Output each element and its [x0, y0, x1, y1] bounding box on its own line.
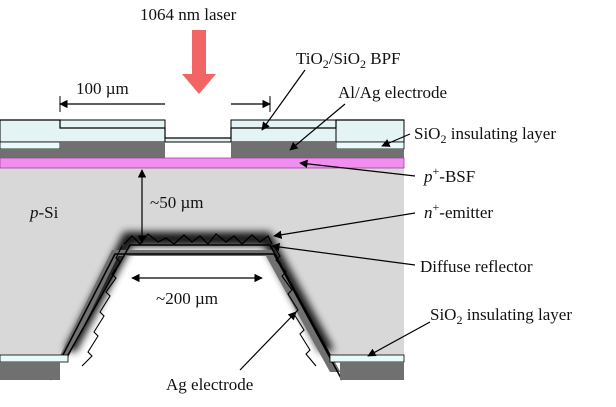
label-laser: 1064 nm laser [140, 5, 237, 24]
p-plus-bsf-layer [0, 157, 405, 169]
label-bpf: TiO2/SiO2 BPF [296, 49, 400, 71]
label-diffuse-reflector: Diffuse reflector [420, 257, 533, 276]
al-ag-electrode-right [231, 142, 336, 158]
label-width-top: 100 µm [76, 79, 129, 98]
label-bsf: p+-BSF [423, 164, 475, 186]
arrow-emitter [273, 212, 416, 239]
label-sio2-top: SiO2 insulating layer [414, 124, 556, 146]
label-thickness: ~50 µm [150, 193, 203, 212]
arrow-diffuse [271, 242, 416, 266]
bottom-electrode-right-strip [340, 362, 404, 380]
label-p-si: p-Si [29, 203, 59, 222]
arrow-bsf [299, 159, 416, 177]
label-al-ag-electrode: Al/Ag electrode [338, 83, 447, 102]
label-emitter: n+-emitter [424, 200, 493, 222]
bpf-layer-far-right [335, 119, 405, 143]
arrow-sio2-bottom [367, 321, 431, 357]
arrow-al-ag [289, 103, 346, 151]
bottom-electrode-left-strip [0, 362, 60, 380]
al-ag-electrode-left-step [60, 142, 165, 158]
electrode-upper-edge [67, 244, 331, 356]
electrode-lower-edge [49, 253, 343, 381]
label-sio2-bottom: SiO2 insulating layer [430, 305, 572, 327]
p-si-wafer [0, 168, 404, 355]
diffuse-reflector-right-slope [273, 245, 317, 367]
laser-arrow-head [182, 74, 216, 94]
diffuse-reflector-left-slope [81, 245, 123, 367]
label-ag-electrode: Ag electrode [166, 375, 253, 394]
bpf-layer-left [0, 119, 166, 143]
arrow-ag-electrode [239, 311, 297, 371]
sio2-bottom-left [0, 354, 69, 363]
bpf-outline [0, 119, 404, 139]
arrow-sio2-top [381, 133, 411, 147]
sio2-bottom-right [329, 354, 405, 363]
label-width-bottom: ~200 µm [156, 289, 218, 308]
sio2-top-layer-left [0, 141, 61, 150]
al-ag-electrode-left [0, 149, 60, 158]
diffuse-reflector-zigzag [123, 233, 273, 245]
al-ag-electrode-far-right [336, 149, 404, 158]
laser-arrow-shaft [192, 30, 206, 76]
bpf-layer-right [230, 119, 337, 143]
arrow-bpf [261, 69, 306, 131]
sio2-top-layer-right [335, 141, 405, 150]
